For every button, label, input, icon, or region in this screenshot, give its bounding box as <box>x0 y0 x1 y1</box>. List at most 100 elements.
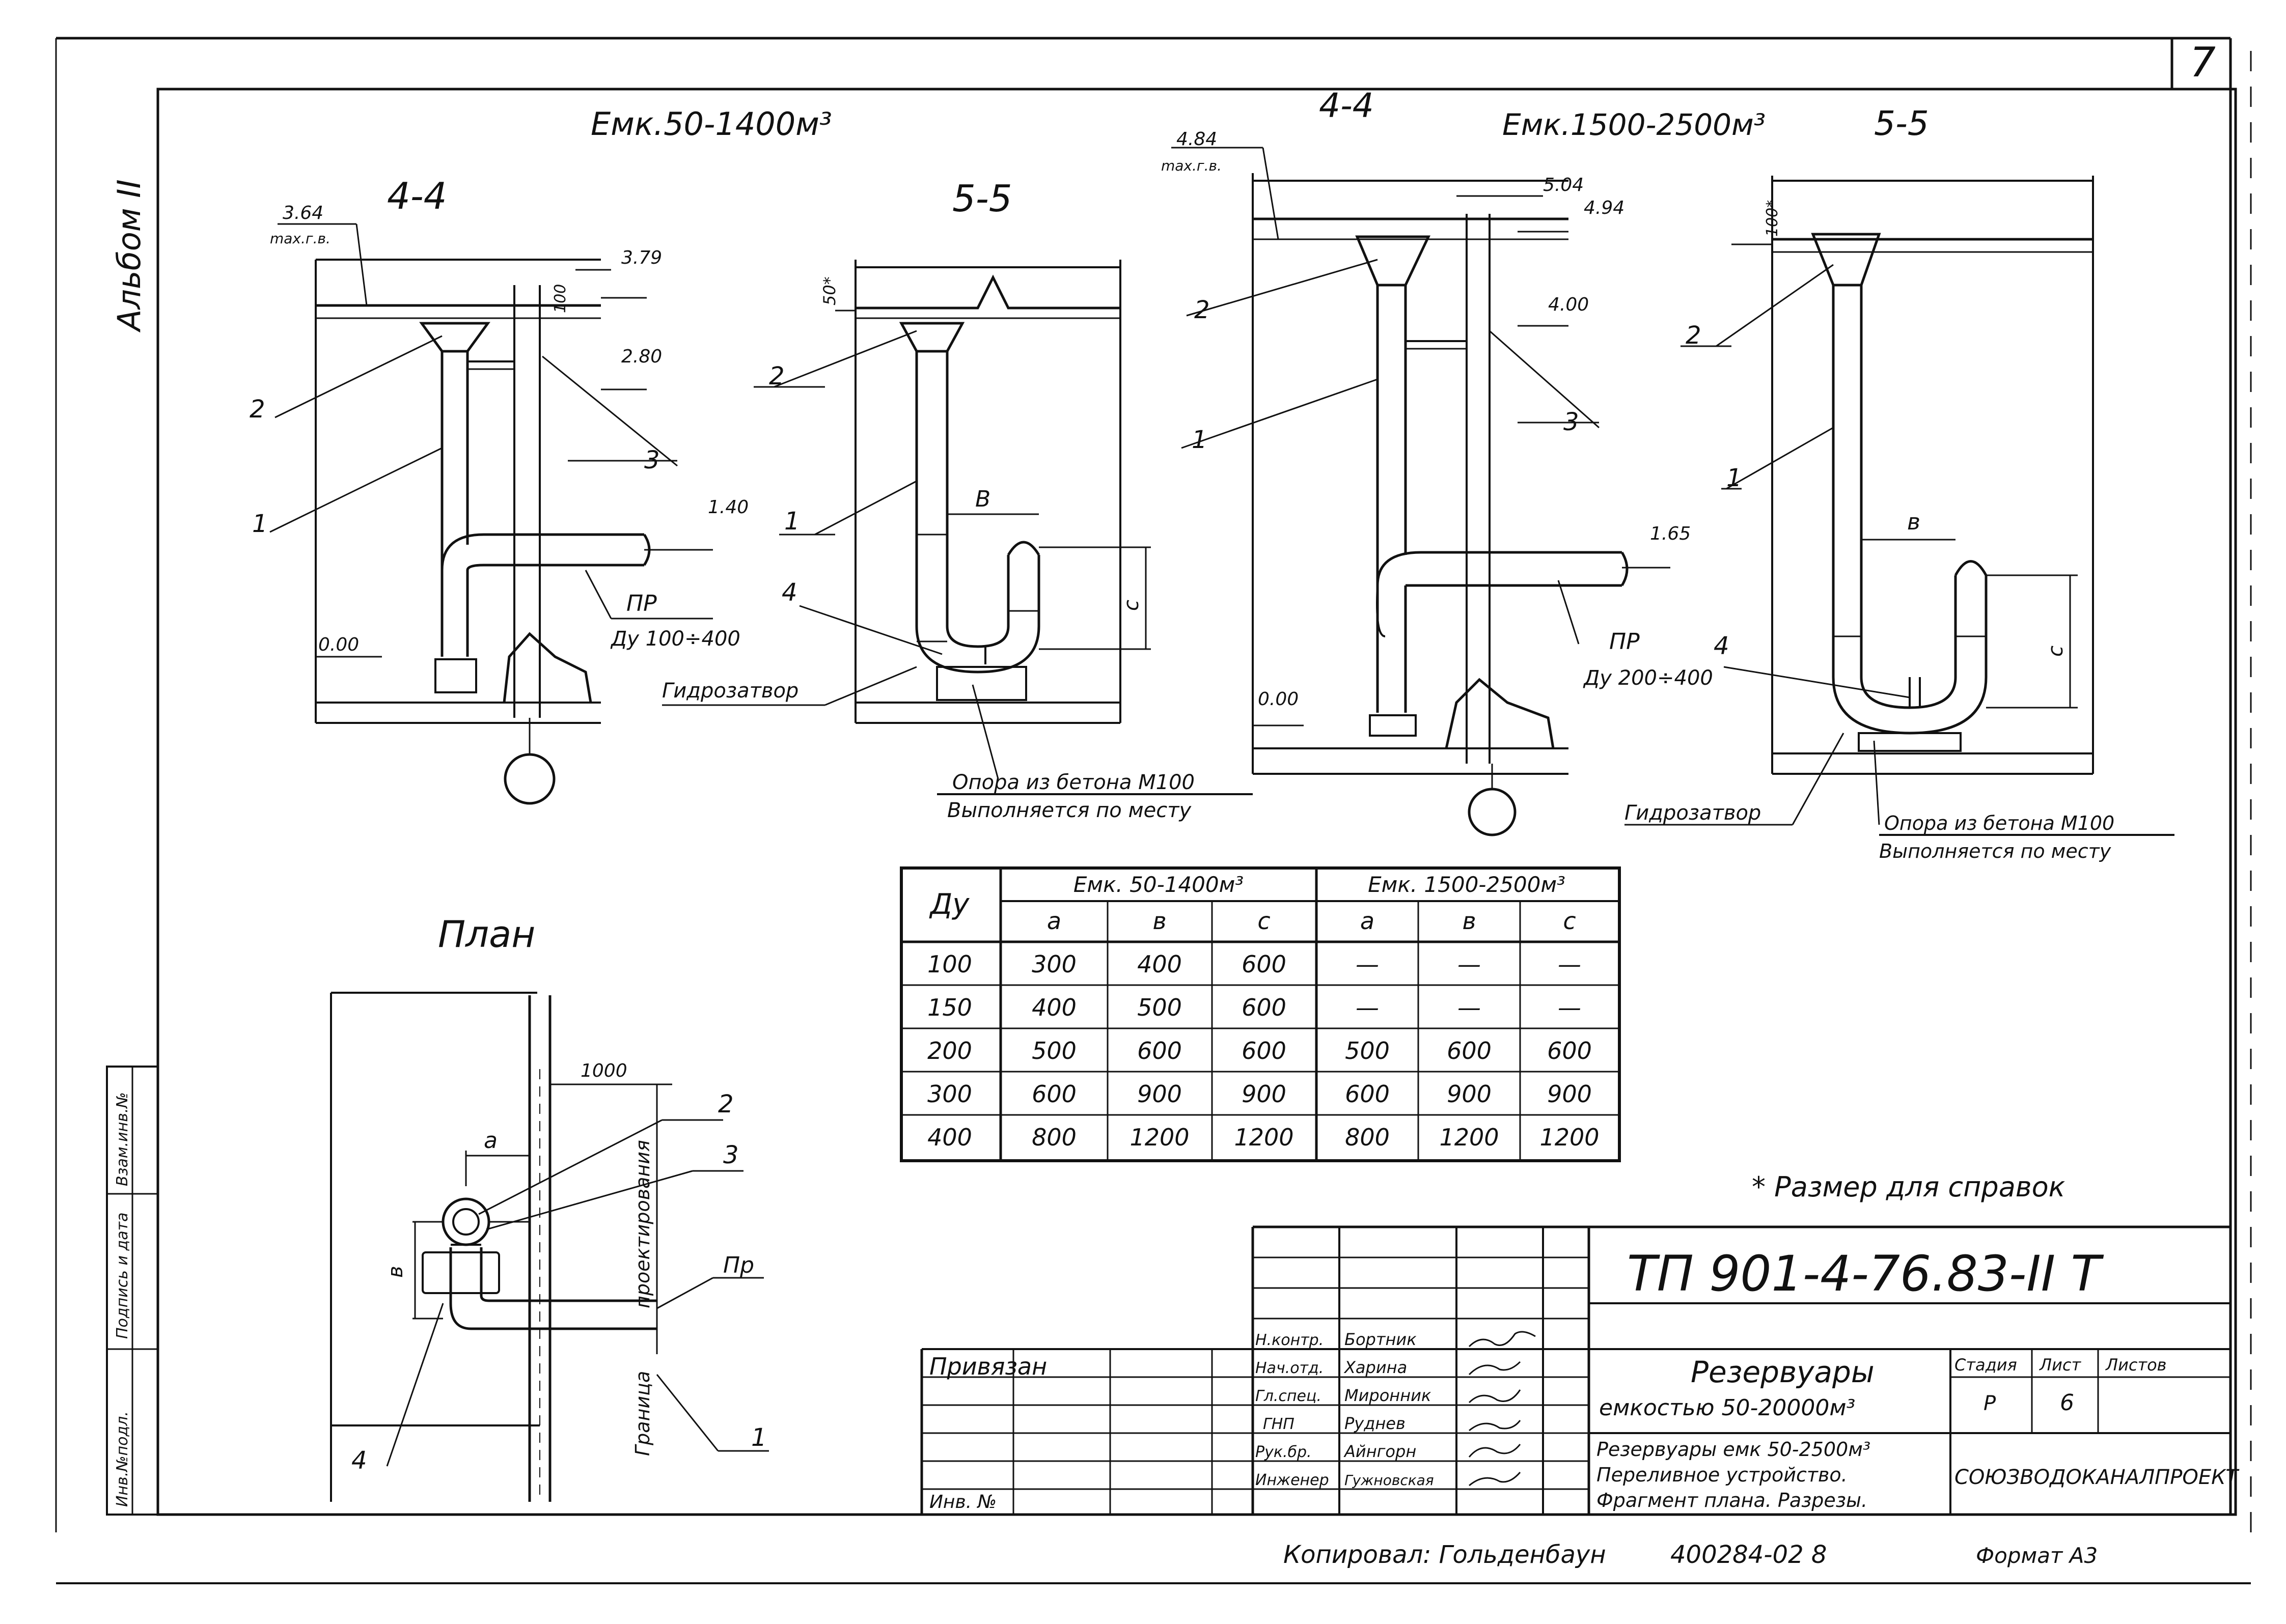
table-cell: 600 <box>1242 950 1286 978</box>
table-cell: — <box>1457 950 1481 978</box>
table-cell: 1200 <box>1439 1124 1499 1151</box>
table-sub-a1: а <box>1047 907 1061 935</box>
table-sub-c1: с <box>1257 907 1270 935</box>
l44-elev-400: 4.00 <box>1548 294 1589 315</box>
table-cell: 800 <box>1032 1124 1077 1151</box>
s55-c: с <box>1120 600 1143 611</box>
name-2: Миронник <box>1344 1386 1431 1405</box>
l44-n1: 1 <box>1192 426 1207 454</box>
inventory-code: 400284-02 8 <box>1670 1541 1827 1569</box>
section-4-4-large <box>1171 147 1670 836</box>
side-stamp-inv: Инв.№подл. <box>114 1411 131 1507</box>
inv-label: Инв. № <box>929 1492 997 1513</box>
name-0: Бортник <box>1344 1330 1417 1349</box>
table-cell: — <box>1356 950 1379 978</box>
table-sub-b2: в <box>1462 907 1476 935</box>
table-cell: 900 <box>1137 1080 1182 1108</box>
role-3: ГНП <box>1263 1415 1295 1433</box>
table-group1: Емк. 50-1400м³ <box>1073 872 1244 897</box>
l44-elev-484: 4.84 <box>1176 129 1217 150</box>
role-4: Рук.бр. <box>1255 1443 1312 1461</box>
side-stamp <box>106 1066 159 1516</box>
l44-title: 4-4 <box>1319 86 1374 125</box>
group-small-label: Емк.50-1400м³ <box>591 105 832 143</box>
table-cell: 600 <box>1137 1037 1182 1065</box>
s44-elev-000: 0.00 <box>318 634 359 655</box>
table-cell: 200 <box>927 1037 972 1065</box>
l44-pr: ПР <box>1609 629 1640 655</box>
role-1: Нач.отд. <box>1255 1359 1324 1377</box>
table-sub-a2: а <box>1360 907 1374 935</box>
table-cell: 1200 <box>1130 1124 1189 1151</box>
table-cell: 900 <box>1242 1080 1286 1108</box>
l55-seal: Гидрозатвор <box>1624 801 1761 825</box>
desc-line3: Фрагмент плана. Разрезы. <box>1596 1489 1867 1511</box>
plan-view <box>330 992 769 1502</box>
l55-b: в <box>1907 509 1920 535</box>
s44-elev-100: 100 <box>552 284 569 313</box>
name-5: Гужновская <box>1344 1472 1434 1489</box>
plan-n2: 2 <box>718 1090 734 1118</box>
name-1: Харина <box>1343 1358 1407 1377</box>
table-cell: — <box>1457 994 1481 1021</box>
s44-dy: Ду 100÷400 <box>610 627 740 651</box>
s55-seal: Гидрозатвор <box>662 679 798 703</box>
s44-n1: 1 <box>252 510 268 538</box>
s55-n4: 4 <box>782 578 797 607</box>
l55-support1: Опора из бетона М100 <box>1884 812 2114 834</box>
l55-c: с <box>2044 646 2068 657</box>
album-label: Альбом II <box>111 179 148 333</box>
sheet-frame <box>55 37 2252 1584</box>
table-cell: 600 <box>1242 994 1286 1021</box>
s55-title: 5-5 <box>952 177 1012 220</box>
s44-elev-140: 1.40 <box>708 497 749 518</box>
side-stamp-replace: Взам.инв.№ <box>114 1092 131 1186</box>
plan-b: в <box>384 1266 407 1278</box>
l44-elev-494: 4.94 <box>1584 198 1624 218</box>
table-cell: 300 <box>927 1080 972 1108</box>
s44-n2: 2 <box>250 395 265 424</box>
desc-line2: Переливное устройство. <box>1596 1464 1848 1486</box>
table-cell: 600 <box>1547 1037 1592 1065</box>
stage-value: Р <box>1984 1392 1996 1415</box>
s55-n1: 1 <box>784 507 800 536</box>
s44-elev-top-sub: max.г.в. <box>270 230 330 247</box>
section-5-5-small <box>662 260 1253 795</box>
reference-note: * Размер для справок <box>1752 1171 2065 1203</box>
s44-elev-379: 3.79 <box>621 247 662 268</box>
l55-n2: 2 <box>1686 321 1701 350</box>
title-line2: емкостью 50-20000м³ <box>1599 1395 1855 1421</box>
table-cell: 900 <box>1447 1080 1492 1108</box>
table-cell: 600 <box>1032 1080 1077 1108</box>
sheets-label: Листов <box>2105 1355 2167 1375</box>
plan-border: Граница <box>631 1371 654 1456</box>
stage-label: Стадия <box>1954 1355 2017 1375</box>
table-cell: — <box>1558 994 1581 1021</box>
table-text: Ду Емк. 50-1400м³ Емк. 1500-2500м³ а в с… <box>927 872 1599 1151</box>
table-cell: 1200 <box>1234 1124 1293 1151</box>
table-cell: — <box>1558 950 1581 978</box>
s44-title: 4-4 <box>387 175 447 217</box>
table-cell: 100 <box>927 950 972 978</box>
l55-title: 5-5 <box>1874 104 1929 143</box>
table-sub-c2: с <box>1563 907 1576 935</box>
plan-a: а <box>484 1128 498 1154</box>
table-sub-b1: в <box>1152 907 1166 935</box>
sheet-label: Лист <box>2039 1355 2081 1375</box>
table-cell: 500 <box>1137 994 1182 1021</box>
l44-elev-504: 5.04 <box>1543 175 1584 195</box>
title-code: ТП 901-4-76.83-II Т <box>1627 1245 2104 1302</box>
table-cell: 150 <box>927 994 972 1021</box>
l55-n1: 1 <box>1726 464 1742 492</box>
l44-elev-484-sub: max.г.в. <box>1161 157 1222 174</box>
desc-line1: Резервуары емк 50-2500м³ <box>1596 1438 1870 1461</box>
table-cell: 400 <box>927 1124 972 1151</box>
table-dy-header: Ду <box>929 888 970 921</box>
copied-by: Копировал: Гольденбаун <box>1283 1541 1606 1569</box>
section-5-5-large <box>1624 176 2174 836</box>
role-5: Инженер <box>1255 1471 1329 1489</box>
table-cell: — <box>1356 994 1379 1021</box>
name-3: Руднев <box>1344 1414 1406 1433</box>
format-label: Формат А3 <box>1976 1543 2098 1568</box>
